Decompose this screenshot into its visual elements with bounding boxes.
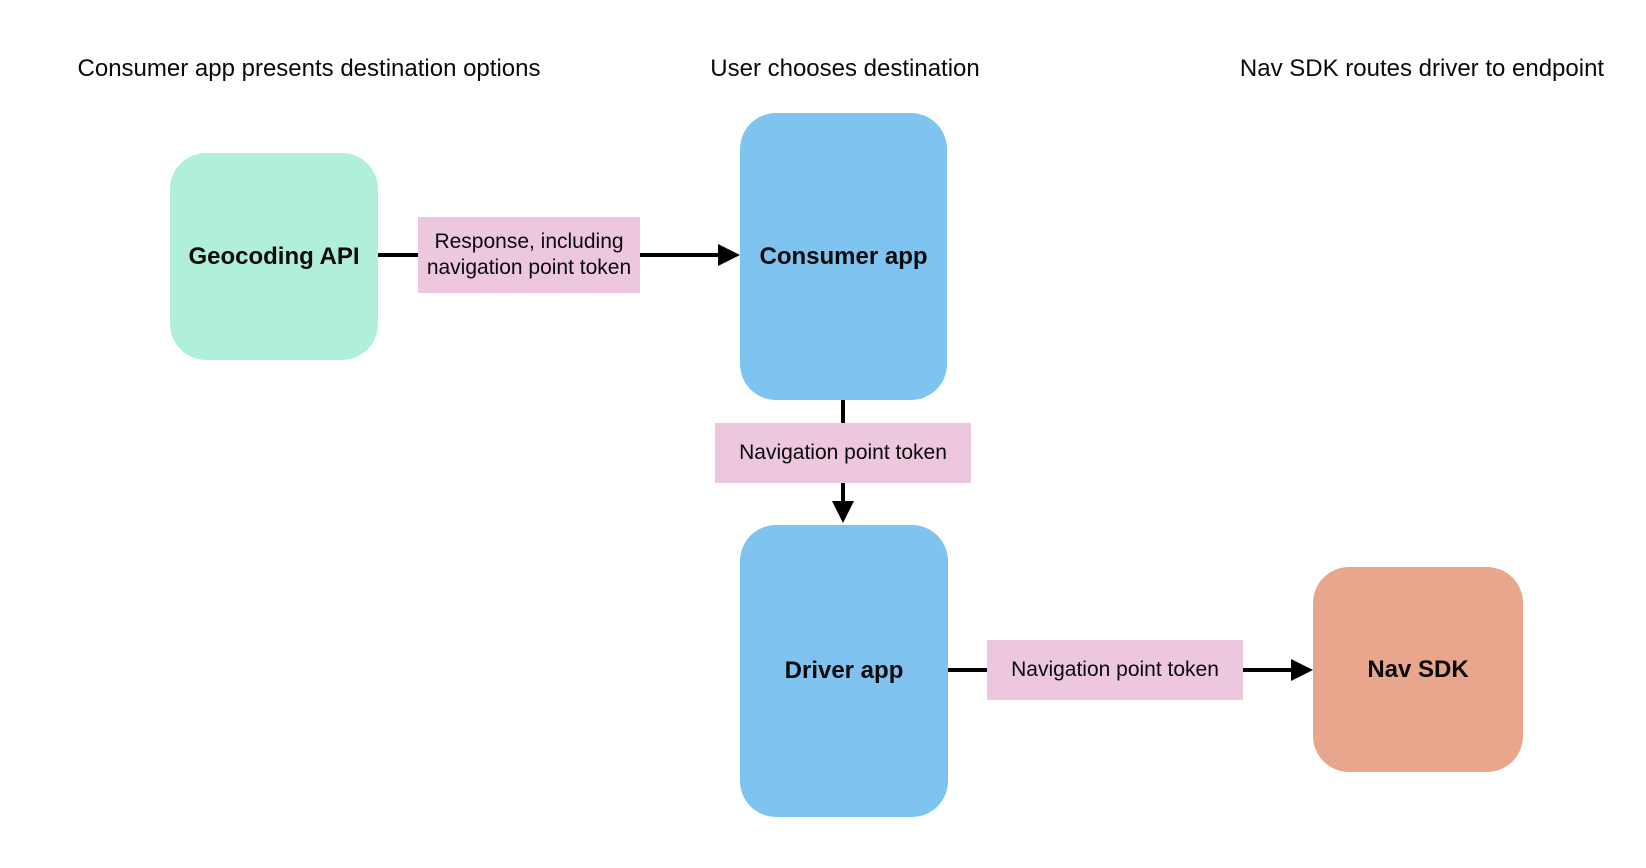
node-driver-app: Driver app <box>740 525 948 817</box>
node-consumer-app: Consumer app <box>740 113 947 400</box>
node-geocoding-api: Geocoding API <box>170 153 378 360</box>
node-nav-sdk: Nav SDK <box>1313 567 1523 772</box>
arrowhead-icon <box>718 244 740 266</box>
edge-label-navigation-point-token-horizontal: Navigation point token <box>987 640 1243 700</box>
edge-label-navigation-point-token-vertical: Navigation point token <box>715 423 971 483</box>
arrowhead-icon <box>1291 659 1313 681</box>
edge-label-response-token: Response, including navigation point tok… <box>418 217 640 293</box>
column-header-user-chooses: User chooses destination <box>710 55 980 82</box>
column-header-nav-sdk-routes: Nav SDK routes driver to endpoint <box>1239 55 1605 82</box>
arrowhead-icon <box>832 501 854 523</box>
column-header-consumer-presents: Consumer app presents destination option… <box>77 55 541 82</box>
